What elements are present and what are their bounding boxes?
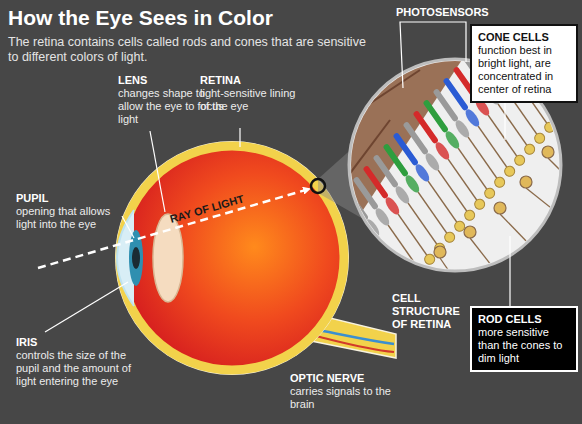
callout-body: more sensitive than the cones to dim lig… [478, 326, 570, 365]
cone-callout-box: CONE CELLSfunction best in bright light,… [470, 24, 578, 103]
part-description: light-sensitive lining of the eye [200, 87, 300, 113]
diagram-title: How the Eye Sees in Color [8, 6, 273, 30]
part-description: carries signals to the brain [290, 385, 402, 411]
rod-callout-box: ROD CELLSmore sensitive than the cones t… [470, 306, 578, 372]
part-name: RETINA [200, 74, 241, 87]
zoom-marker [311, 179, 325, 193]
eyeball [120, 146, 344, 370]
part-name: PUPIL [16, 192, 48, 205]
retina-cells [340, 32, 570, 288]
group-label: PHOTOSENSORS [396, 6, 489, 19]
callout-body: function best in bright light, are conce… [478, 44, 570, 96]
callout-heading: ROD CELLS [478, 313, 570, 326]
pupil [132, 247, 140, 269]
part-name: OPTIC NERVE [290, 372, 364, 385]
ray-label: RAY OF LIGHT [168, 192, 245, 226]
leader-lines [45, 22, 510, 332]
part-name: IRIS [16, 336, 37, 349]
part-description: opening that allows light into the eye [16, 205, 128, 231]
part-name: LENS [118, 74, 147, 87]
inset-label: CELL STRUCTURE OF RETINA [392, 292, 468, 331]
subtitle: The retina contains cells called rods an… [8, 35, 368, 65]
callout-heading: CONE CELLS [478, 31, 570, 44]
part-description: controls the size of the pupil and the a… [16, 349, 151, 388]
sclera [115, 141, 349, 375]
